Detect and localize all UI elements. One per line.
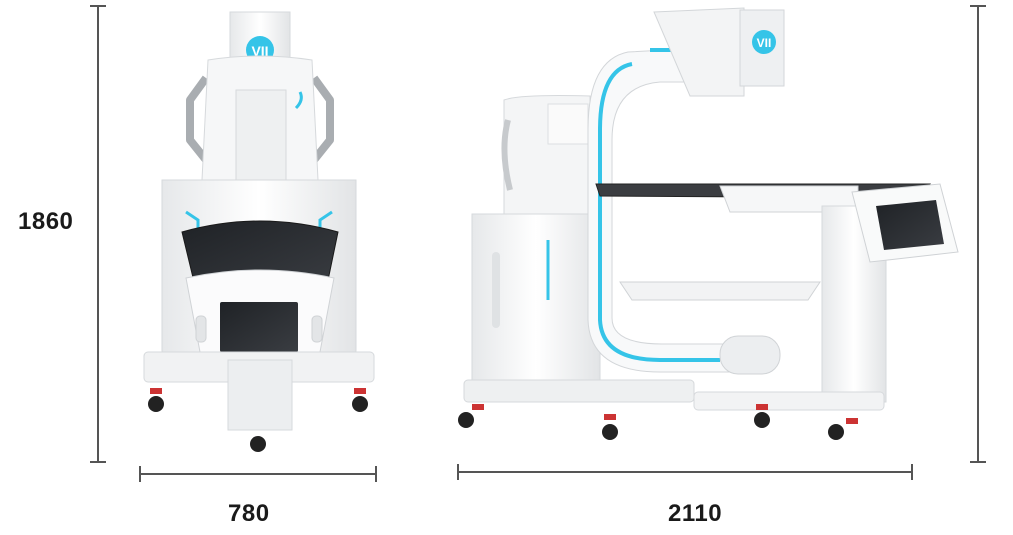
side-width-dimension-label: 2110: [668, 500, 723, 527]
front-touchscreen: [220, 302, 298, 352]
logo-text-front: VII: [251, 43, 268, 59]
side-touchscreen: [876, 200, 944, 250]
dimension-lines: [90, 5, 986, 482]
side-logo-icon: [752, 30, 776, 54]
side-view-device: VII: [458, 7, 959, 440]
front-view-device: VII: [143, 11, 375, 452]
height-dimension-label: 1860: [18, 208, 74, 235]
logo-text-side: VII: [757, 36, 772, 50]
front-width-dimension-label: 780: [228, 500, 270, 527]
c-arm-light-strip: [598, 62, 720, 362]
